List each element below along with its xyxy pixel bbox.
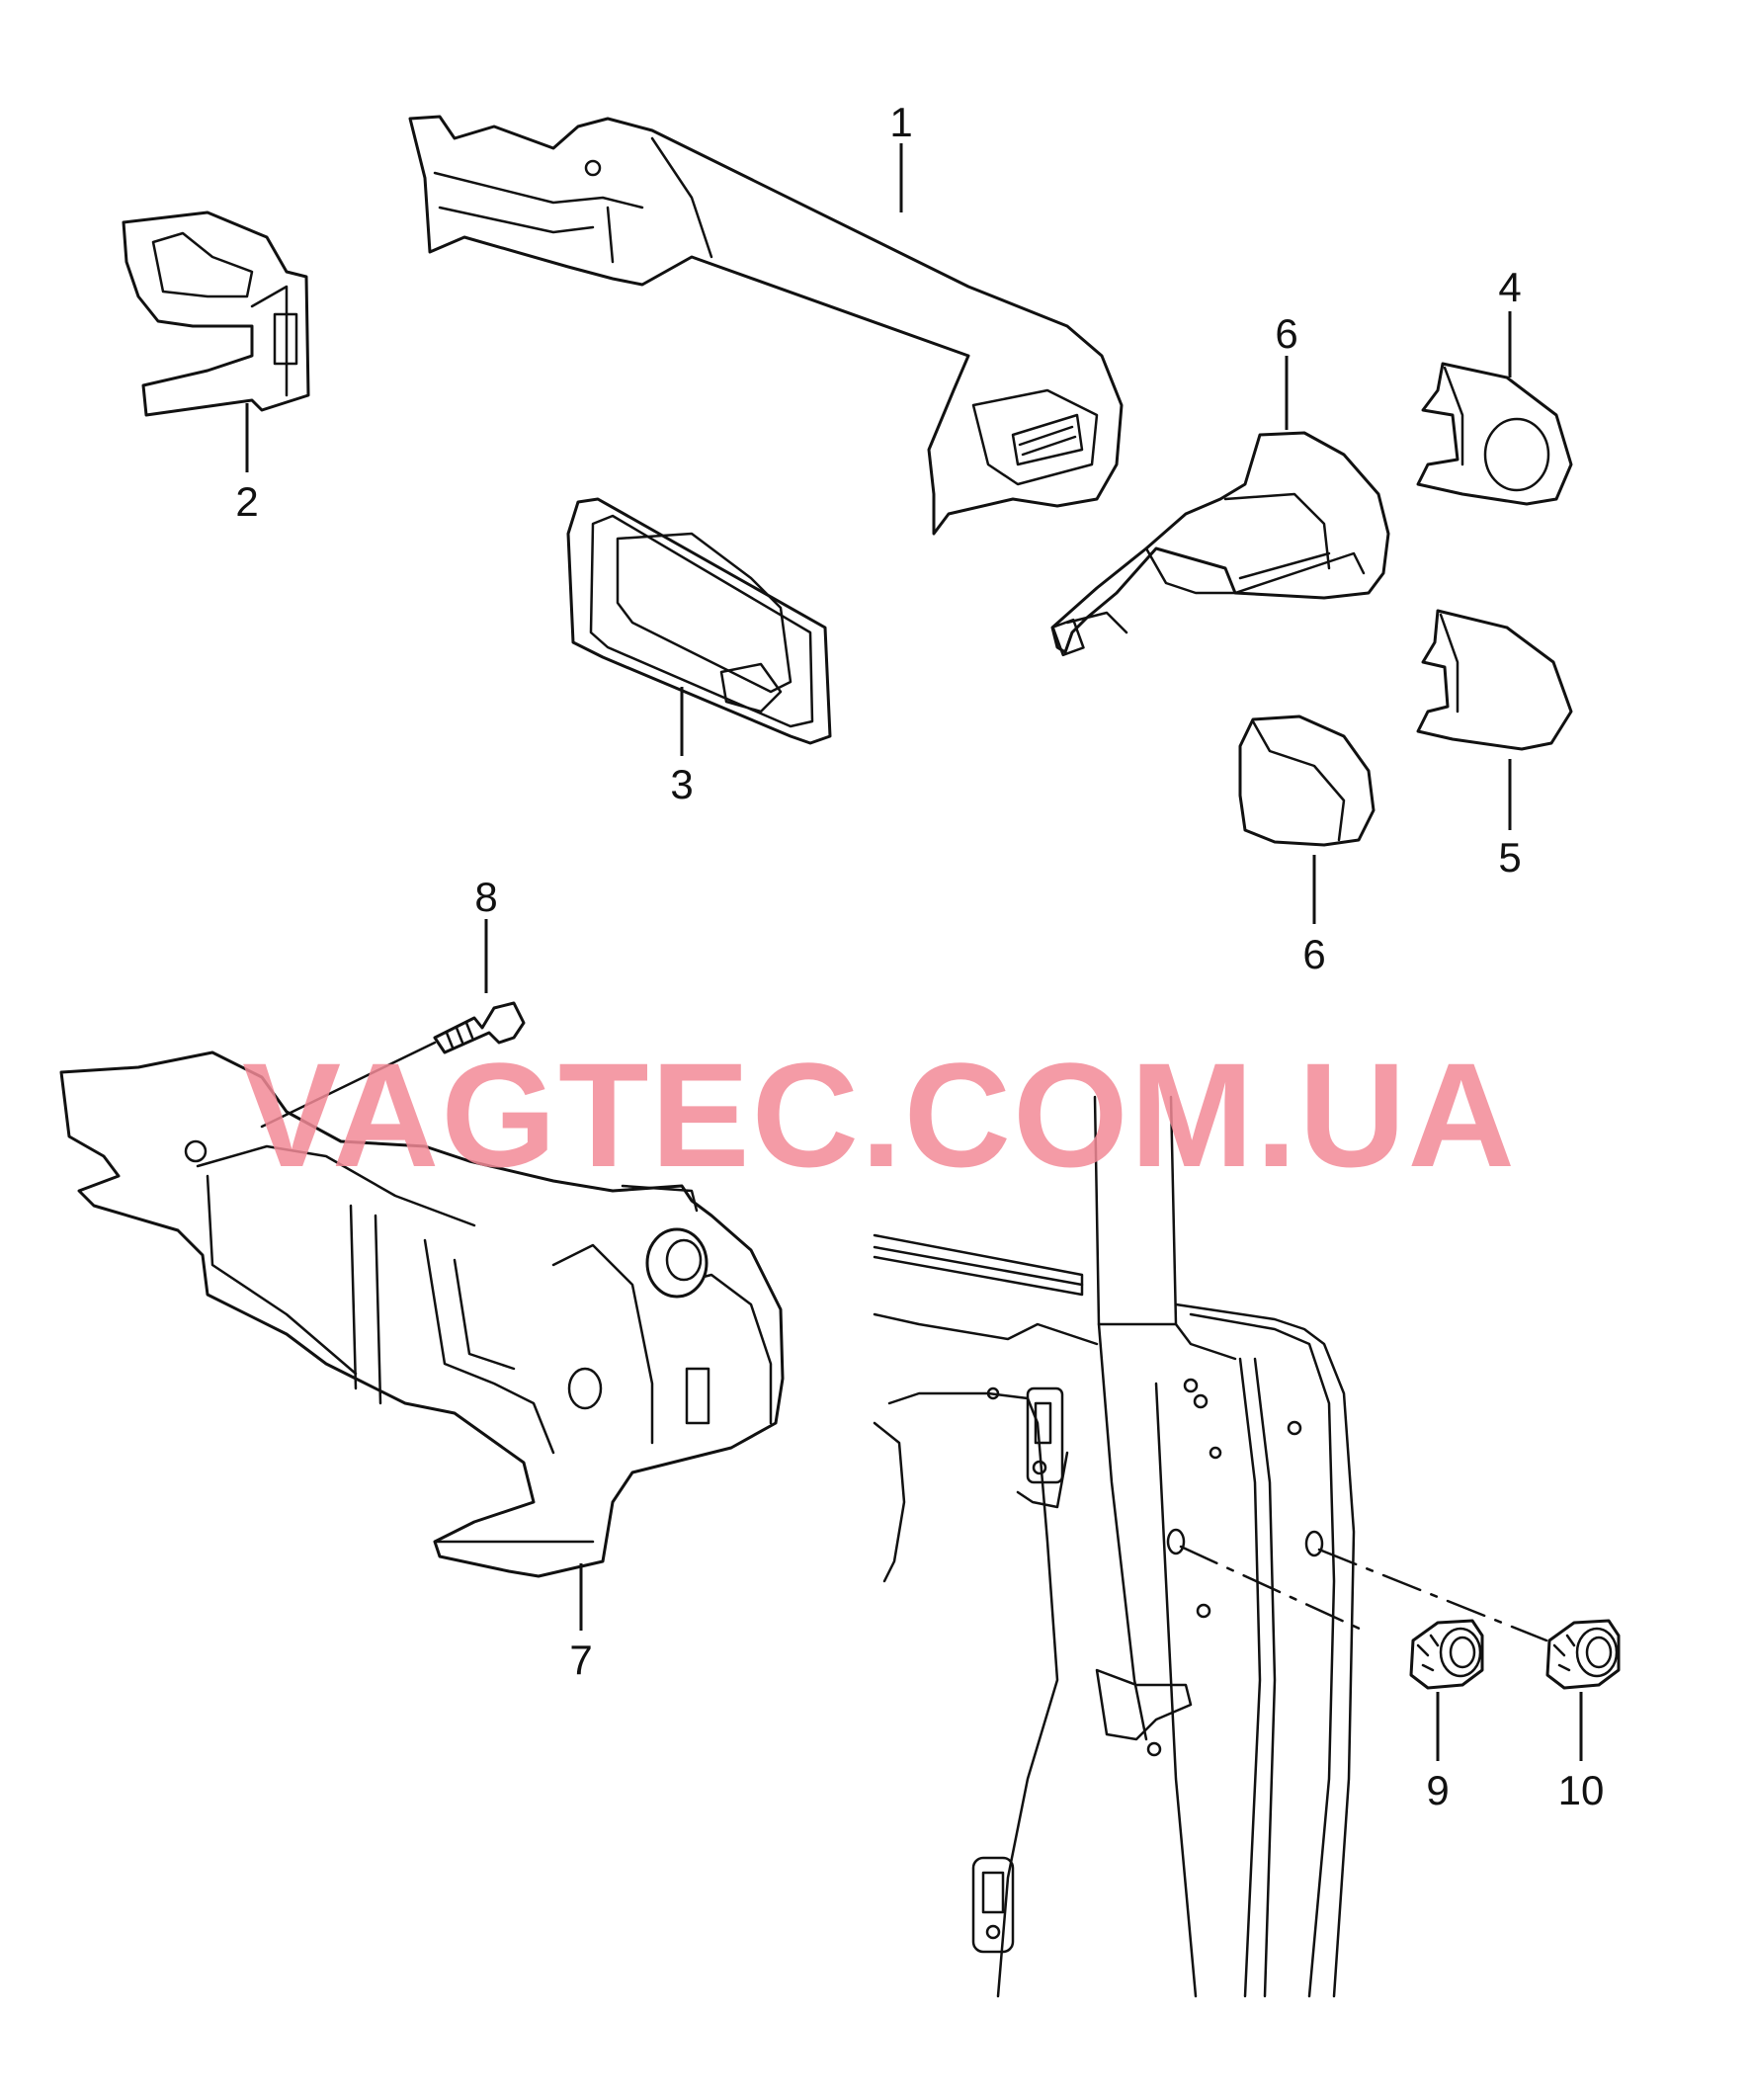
callout-6-cap: 6 [1302, 931, 1325, 977]
callout-7: 7 [569, 1637, 592, 1683]
handle-carrier [59, 1050, 785, 1578]
callout-3: 3 [670, 761, 693, 807]
callout-8: 8 [474, 874, 497, 920]
lock-cover-cap [1416, 362, 1573, 506]
callout-1: 1 [889, 99, 912, 145]
lock-cylinder [1050, 431, 1390, 657]
callout-4: 4 [1498, 264, 1521, 310]
callout-2: 2 [235, 478, 258, 525]
callout-10: 10 [1558, 1767, 1605, 1813]
handle-clip [122, 210, 310, 417]
door-panel [873, 1095, 1548, 1998]
grommet-9 [1409, 1619, 1484, 1690]
door-handle [408, 115, 1124, 536]
callout-5: 5 [1498, 834, 1521, 881]
grommet-10 [1545, 1619, 1621, 1690]
callout-6-cylinder: 6 [1275, 310, 1297, 357]
callout-9: 9 [1426, 1767, 1449, 1813]
screw [260, 1001, 526, 1129]
lock-cap [1238, 714, 1376, 847]
handle-gasket [566, 497, 832, 745]
watermark-text: VAGTEC.COM.UA [242, 1032, 1517, 1198]
blank-cover-cap [1416, 609, 1573, 751]
leader-lines [245, 143, 1583, 1761]
